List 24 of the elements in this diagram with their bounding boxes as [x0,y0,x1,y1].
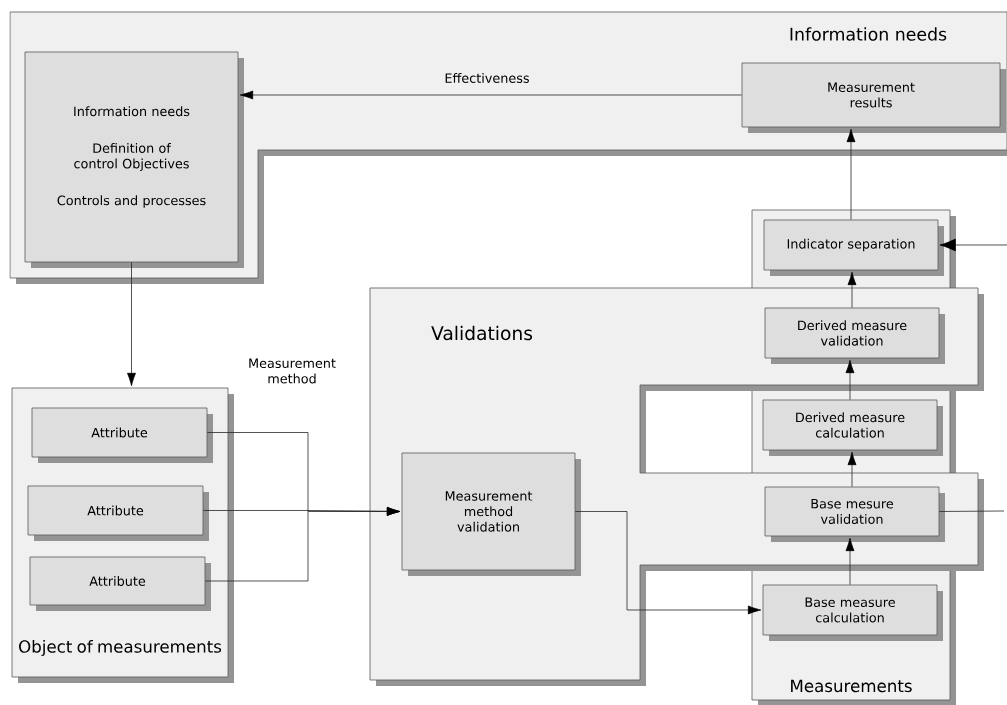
process-box: Measurement method validation [401,452,581,576]
process-box: Attribute [27,485,209,541]
edge-label: Measurement method [249,358,336,384]
process-box: Information needs Definition of control Objectives Controls and processes [24,51,244,268]
edge-label: Effectiveness [445,73,529,83]
process-box: Indicator separation [763,219,944,276]
process-box: Measurement results [741,62,1006,133]
arrow [845,537,855,585]
process-box: Attribute [31,407,213,463]
arrow [575,511,762,615]
connector-line [939,510,1005,512]
process-box: Derived measure calculation [762,399,943,456]
arrow [847,451,857,487]
arrow [127,262,136,387]
arrow [845,359,855,400]
process-box: Derived measure validation [764,307,945,364]
arrow [205,507,401,582]
process-box: Attribute [29,556,211,611]
process-box: Base measure calculation [762,584,943,641]
arrow [847,271,857,308]
arrow [939,238,1007,252]
arrow [846,128,856,220]
process-box: Base mesure validation [764,486,945,542]
arrow [239,90,742,100]
